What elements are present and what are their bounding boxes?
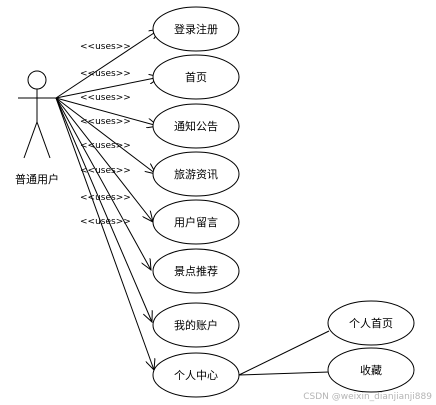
uses-label-login: <<uses>>: [80, 42, 131, 52]
use-case-favorites: 收藏: [327, 347, 415, 393]
assoc-notice: [55, 97, 158, 126]
use-case-label: 登录注册: [174, 22, 218, 36]
use-case-center: 个人中心: [152, 352, 240, 398]
use-case-shape: [152, 6, 240, 52]
assoc-personal-home: [238, 330, 330, 376]
use-case-shape: [152, 151, 240, 197]
use-case-personal-home: 个人首页: [327, 300, 415, 346]
use-case-label: 收藏: [360, 363, 382, 377]
uses-label-center: <<uses>>: [80, 217, 131, 227]
actor-user: 普通用户: [15, 70, 59, 186]
use-case-label: 首页: [185, 70, 207, 84]
actor-left-leg: [23, 121, 38, 159]
use-case-shape: [152, 54, 240, 100]
assoc-center: [55, 97, 154, 370]
use-case-message: 用户留言: [152, 199, 240, 245]
assoc-message: [55, 97, 153, 222]
uses-labels: <<uses>> <<uses>> <<uses>> <<uses>> <<us…: [80, 42, 131, 227]
use-case-label: 用户留言: [174, 215, 218, 229]
assoc-home: [55, 77, 160, 99]
assoc-spots: [55, 97, 151, 270]
uses-label-notice: <<uses>>: [80, 93, 131, 103]
uses-label-spots: <<uses>>: [80, 166, 131, 176]
use-case-label: 个人首页: [349, 316, 393, 330]
use-case-label: 旅游资讯: [174, 167, 218, 181]
watermark: CSDN @weixin_dianjianji889: [303, 392, 432, 402]
assoc-account: [55, 97, 152, 322]
use-case-shape: [152, 103, 240, 149]
use-case-label: 个人中心: [174, 369, 218, 382]
actor-label: 普通用户: [15, 172, 59, 186]
use-case-shape: [327, 300, 415, 346]
assoc-login: [55, 29, 160, 99]
uses-label-travel: <<uses>>: [80, 117, 131, 127]
associations: [55, 29, 160, 370]
actor-right-leg: [36, 121, 51, 159]
use-case-account: 我的账户: [152, 302, 240, 348]
use-case-label: 我的账户: [174, 318, 218, 332]
actor-head: [27, 70, 47, 90]
uses-label-home: <<uses>>: [80, 69, 131, 79]
use-case-home: 首页: [152, 54, 240, 100]
assoc-favorites: [238, 371, 330, 376]
use-case-shape: [152, 199, 240, 245]
use-case-label: 通知公告: [174, 119, 218, 133]
use-case-login: 登录注册: [152, 6, 240, 52]
use-case-shape: [152, 302, 240, 348]
uses-label-account: <<uses>>: [80, 193, 131, 203]
use-case-label: 景点推荐: [174, 264, 218, 278]
use-case-notice: 通知公告: [152, 103, 240, 149]
use-case-shape: [327, 347, 415, 393]
use-case-shape: [152, 248, 240, 294]
use-case-spots: 景点推荐: [152, 248, 240, 294]
uses-label-message: <<uses>>: [80, 141, 131, 151]
use-case-travel: 旅游资讯: [152, 151, 240, 197]
assoc-travel: [55, 97, 156, 174]
sub-associations: [238, 330, 330, 376]
